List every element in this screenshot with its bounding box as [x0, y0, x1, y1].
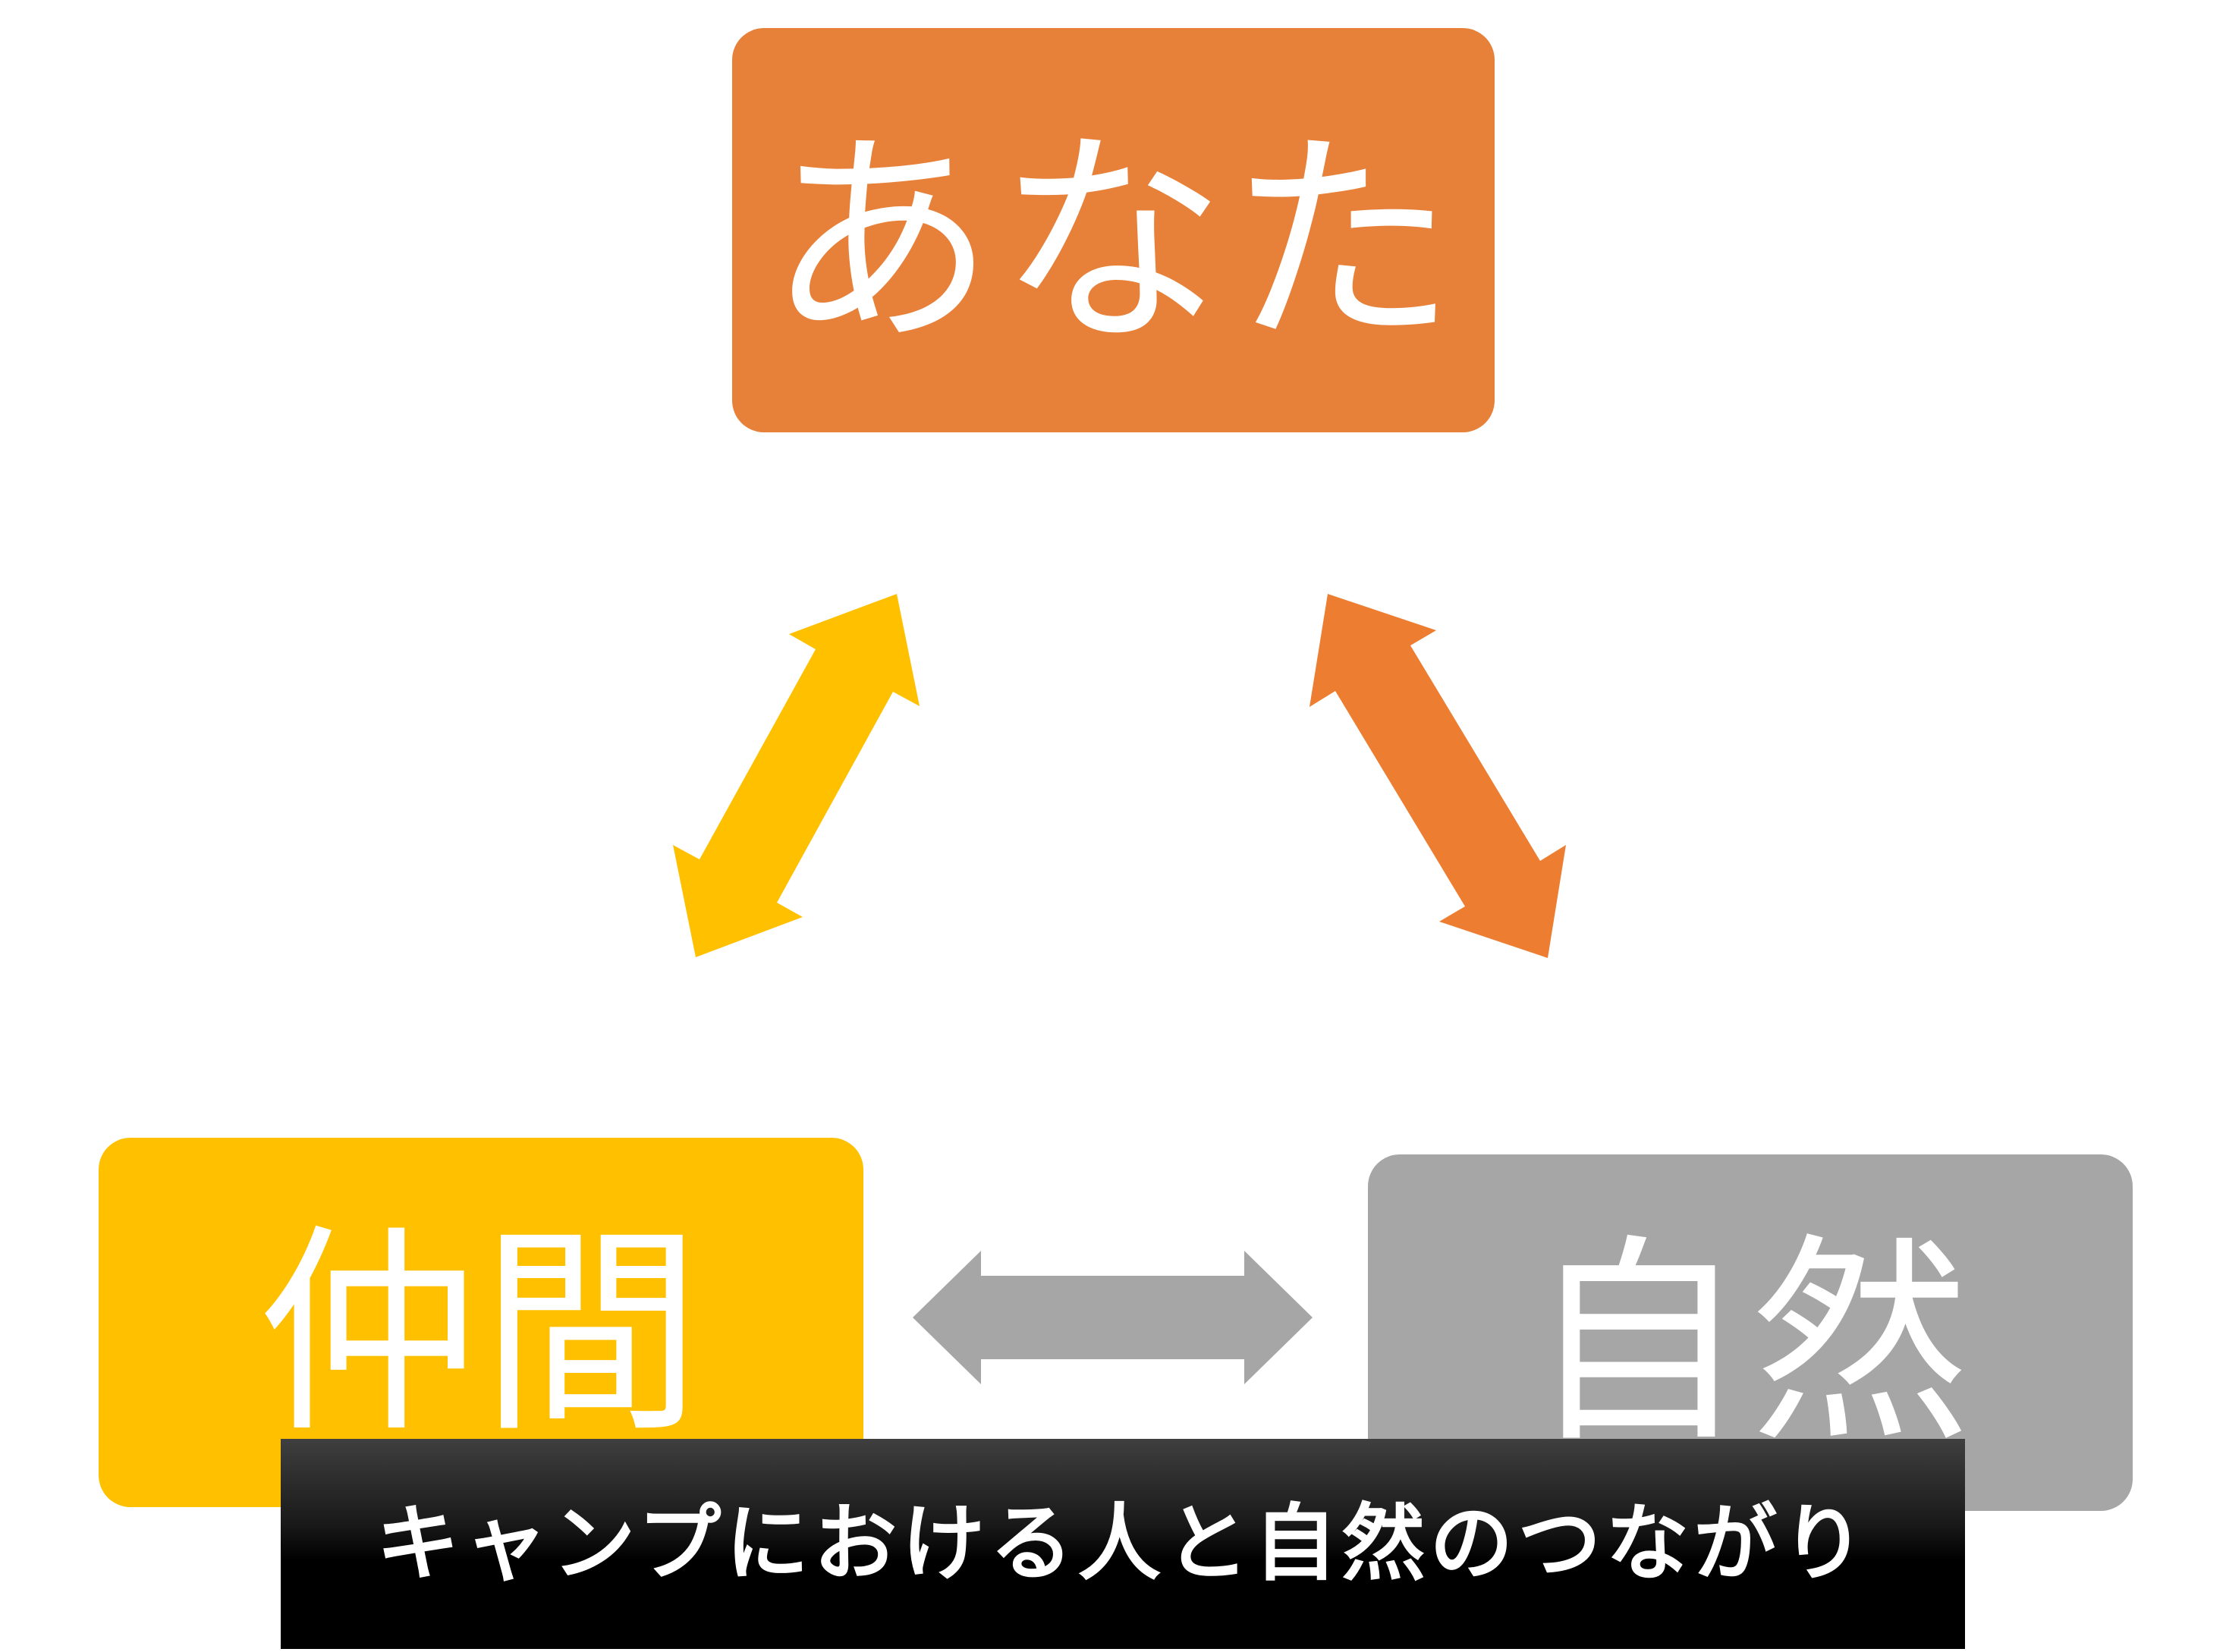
- node-nature: 自然: [1368, 1154, 2133, 1511]
- double-arrow-you-friends-icon: [673, 594, 920, 957]
- node-nature-label: 自然: [1527, 1221, 1973, 1467]
- caption-text: キャンプにおける人と自然のつながり: [376, 1497, 1870, 1591]
- node-friends-label: 仲間: [258, 1211, 704, 1457]
- double-arrow-friends-nature-icon: [913, 1251, 1313, 1384]
- double-arrow-you-nature-icon: [1310, 594, 1566, 958]
- caption-banner: キャンプにおける人と自然のつながり: [281, 1439, 1965, 1649]
- node-you: あなた: [732, 28, 1495, 432]
- node-you-label: あなた: [767, 114, 1460, 369]
